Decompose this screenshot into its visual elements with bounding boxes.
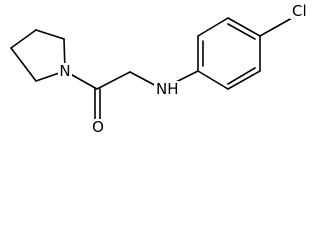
- bond-ar-inner-2: [227, 23, 256, 40]
- bond-ar-inner-3: [227, 67, 256, 85]
- ring-nitrogen-label: N: [59, 62, 70, 80]
- label-carbonyl-oxygen: O: [91, 118, 105, 136]
- carbonyl-oxygen-label: O: [92, 118, 104, 136]
- bond-ar-2-3: [197, 17, 229, 37]
- label-chlorine: Cl: [290, 2, 314, 20]
- label-ring-nitrogen: N: [58, 62, 72, 80]
- bond-ar-cl: [259, 17, 293, 37]
- bond-ar-6-1: [197, 70, 229, 90]
- bond-ar-5-6: [227, 70, 261, 90]
- bond-ar-3-4: [227, 17, 261, 37]
- benzene-ring: [197, 17, 293, 90]
- amine-label: NH: [156, 80, 179, 98]
- chlorine-label: Cl: [292, 2, 307, 20]
- chemical-structure-diagram: N O NH Cl: [10, 2, 314, 136]
- label-amine: NH: [154, 80, 179, 98]
- bond-ring-c4-c5: [10, 47, 37, 82]
- bond-ring-c3-c4: [10, 29, 37, 49]
- bond-carbonyl-c-ch2: [96, 71, 131, 90]
- bond-ring-c2-c3: [35, 29, 65, 40]
- pyrrolidine-ring: [10, 29, 66, 82]
